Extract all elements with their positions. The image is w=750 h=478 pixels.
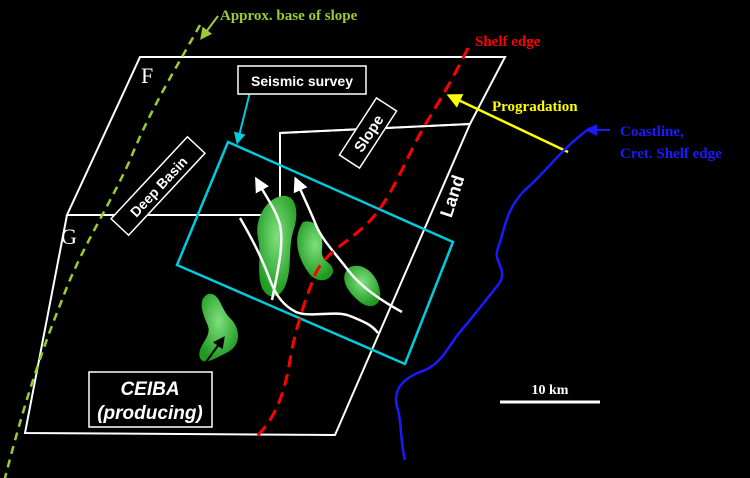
channel-bodies: [199, 195, 381, 362]
ceiba-pointer: [205, 336, 225, 363]
progradation-label: Progradation: [492, 99, 578, 115]
seismic-survey-box: [175, 140, 455, 366]
ceiba-label-line-2: (producing): [97, 403, 203, 424]
block-g-label: G: [61, 224, 77, 249]
seismic-survey-label: Seismic survey: [251, 73, 353, 89]
coastline-label-line-2: Cret. Shelf edge: [620, 146, 722, 162]
channel-body-4: [199, 293, 239, 362]
coastline-line: [394, 126, 591, 461]
land-label: Land: [436, 173, 468, 220]
progradation-arrow: [446, 94, 569, 154]
base-of-slope-line: [3, 24, 202, 478]
scale-label: 10 km: [532, 383, 569, 398]
ceiba-label-group: CEIBA (producing): [88, 371, 213, 428]
base-of-slope-pointer: [200, 15, 219, 40]
channel-body-2: [297, 221, 334, 281]
deep-basin-label-group: Deep Basin: [109, 135, 207, 237]
seismic-pointer: [233, 91, 251, 145]
slope-label-group: Slope: [338, 96, 398, 170]
seismic-survey-label-group: Seismic survey: [237, 65, 367, 95]
deep-basin-label: Deep Basin: [127, 153, 191, 220]
channel-axis-line-2: [255, 176, 283, 301]
shelf-edge-label: Shelf edge: [475, 34, 541, 50]
base-of-slope-label: Approx. base of slope: [220, 8, 358, 24]
ceiba-label-line-1: CEIBA: [120, 379, 179, 400]
channel-axis-line-1: [238, 217, 379, 334]
channel-axis-line-3: [293, 176, 403, 314]
coastline-label-line-1: Coastline,: [620, 124, 684, 140]
shelf-edge-line: [253, 47, 470, 440]
block-f-label: F: [141, 63, 153, 88]
